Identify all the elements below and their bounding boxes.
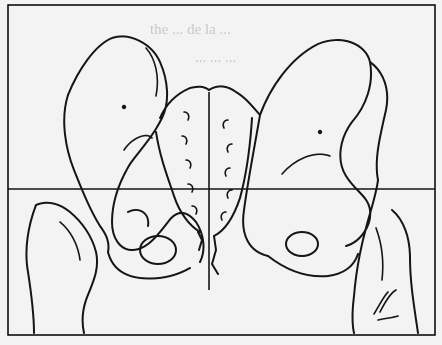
left-iliac-wing bbox=[64, 36, 203, 278]
sacrum-right-half bbox=[209, 86, 260, 274]
sacrum-left-half bbox=[156, 87, 209, 250]
figure-frame bbox=[8, 5, 435, 335]
artist-signature bbox=[374, 290, 398, 320]
right-iliac-wing bbox=[243, 40, 387, 276]
left-femur bbox=[26, 203, 97, 333]
right-femur bbox=[353, 180, 419, 333]
